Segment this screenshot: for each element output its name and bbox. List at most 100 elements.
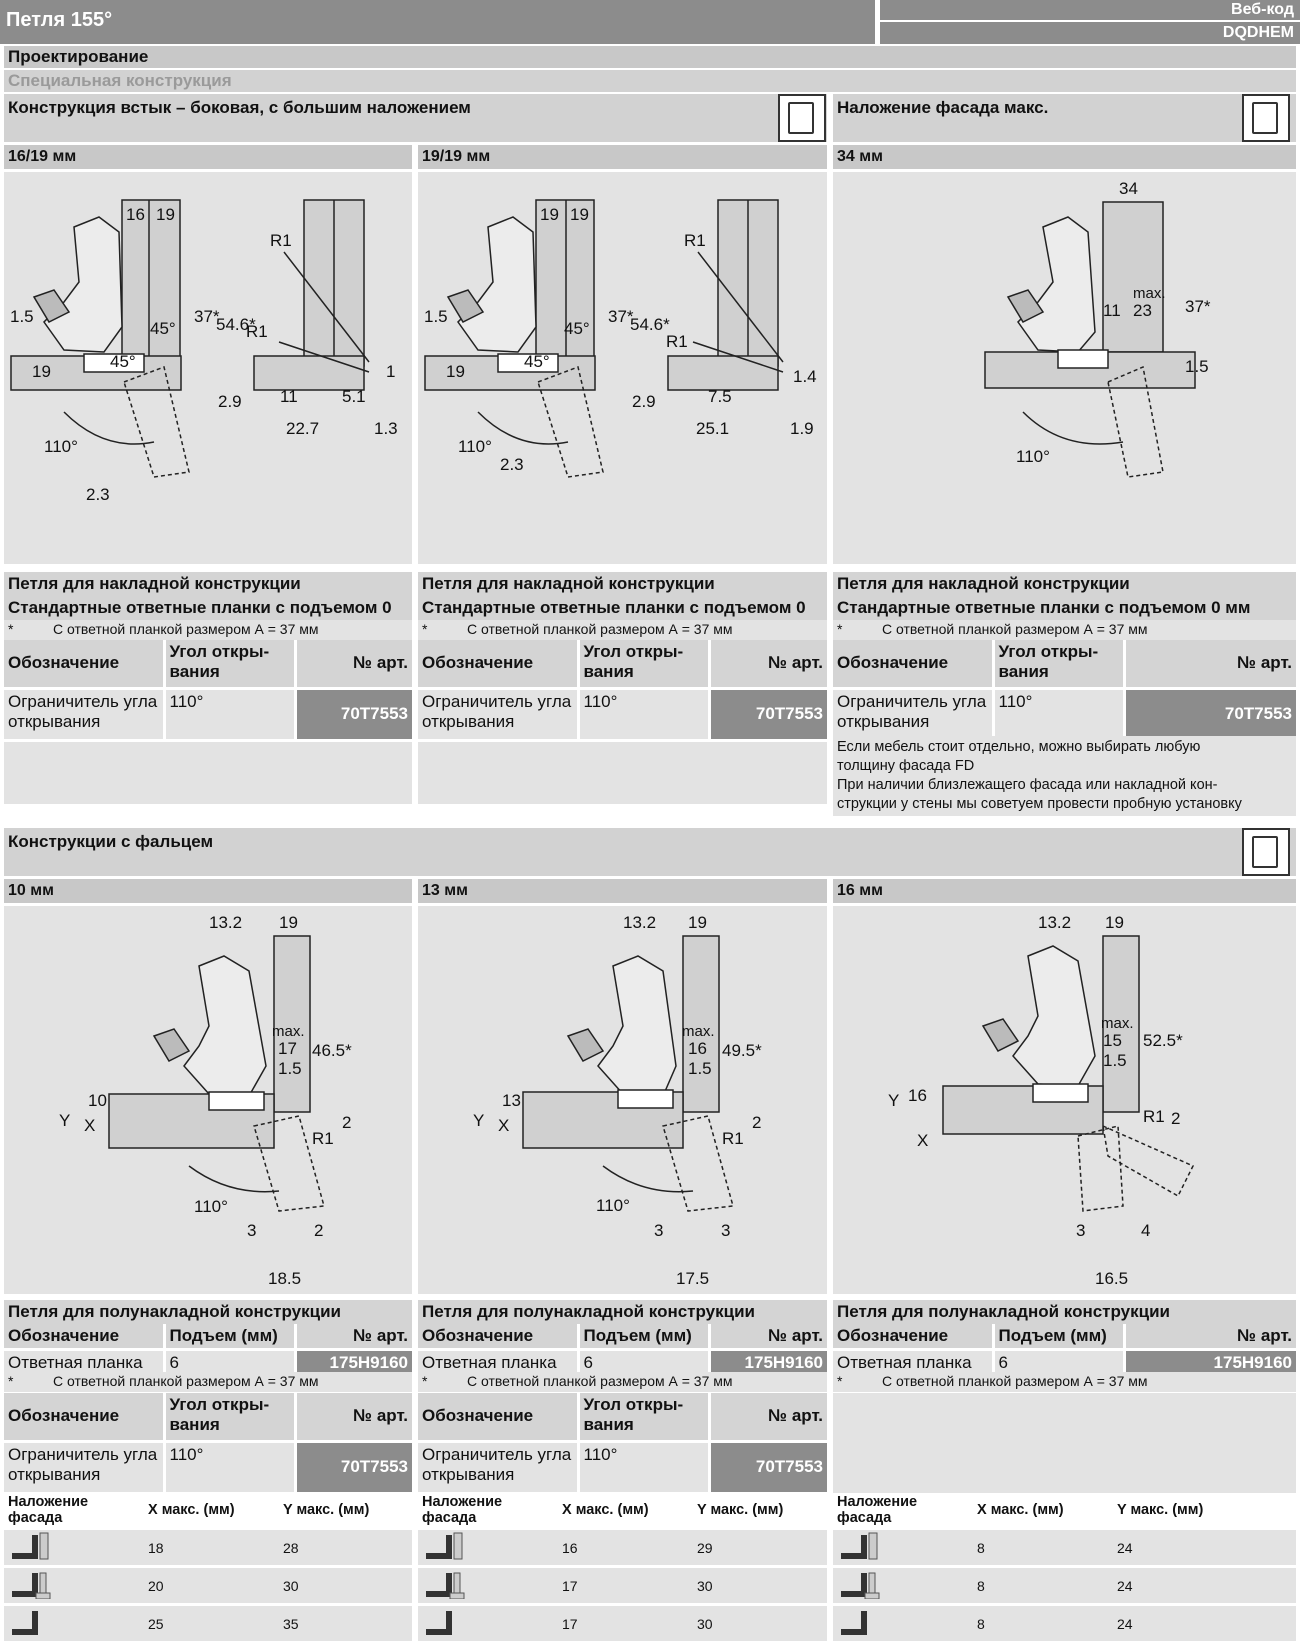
section-butt-joint-title: Конструкция встык – боковая, с большим н… (8, 98, 471, 117)
limiter-art[interactable]: 70T7553 (709, 688, 830, 742)
overlay-icon (418, 1604, 558, 1644)
limiter-name: Ограничитель угла открывания (418, 1441, 580, 1495)
y-max-value: 30 (693, 1604, 827, 1644)
note-star: * (8, 1373, 14, 1389)
dim-label: 19 (446, 362, 465, 381)
limiter-angle: 110° (164, 688, 297, 742)
th-x-max: X макс. (мм) (144, 1493, 279, 1530)
th-designation: Обозначение (833, 1324, 995, 1351)
overlay-icon (833, 1528, 973, 1568)
x-max-value: 8 (973, 1528, 1113, 1568)
col-b-header: 13 мм (418, 879, 827, 903)
dim-label: 19 (1105, 913, 1124, 932)
dim-label: 25.1 (696, 419, 729, 438)
dim-label: 2 (314, 1221, 323, 1240)
dim-label: 2.3 (86, 485, 110, 504)
dim-label: 45° (564, 319, 590, 338)
hinge-type-label: Петля для накладной конструкции (4, 572, 412, 596)
dim-label: Y (59, 1111, 70, 1130)
dim-label: 19 (156, 205, 175, 224)
col-c-header: 34 мм (833, 145, 1296, 169)
empty-cell (4, 742, 412, 804)
y-max-value: 35 (279, 1604, 412, 1644)
dim-label: 45° (524, 352, 550, 371)
hinge-type-label: Петля для полунакладной конструкции (418, 1300, 827, 1324)
section-butt-joint: Конструкция встык – боковая, с большим н… (4, 94, 827, 142)
x-max-value: 18 (144, 1528, 279, 1568)
limiter-art[interactable]: 70T7553 (295, 1441, 415, 1495)
dim-label: max. (1133, 285, 1166, 302)
overlay-icon (4, 1604, 144, 1644)
plates-label: Стандартные ответные планки с подъемом 0… (4, 596, 412, 637)
dim-label: 52.5* (1143, 1031, 1183, 1050)
th-art: № арт. (1124, 640, 1299, 690)
limiter-name: Ограничитель угла открывания (833, 688, 995, 742)
rebate-drawing-b: 13.2 19 max. 16 1.5 49.5* Y X 13 2 R1 11… (473, 913, 762, 1288)
dim-label: 110° (194, 1197, 228, 1216)
th-designation: Обозначение (418, 1393, 580, 1443)
th-angle: Угол откры-вания (578, 640, 711, 690)
limiter-art[interactable]: 70T7553 (295, 688, 415, 742)
dim-label: 49.5* (722, 1041, 762, 1060)
dim-label: 1.5 (10, 307, 34, 326)
rebate-drawing-a: 13.2 19 max. 17 1.5 46.5* Y X 10 2 R1 11… (59, 913, 352, 1288)
dim-label: 16.5 (1095, 1269, 1128, 1288)
dim-label: 13.2 (623, 913, 656, 932)
section-max-overlay: Наложение фасада макс. (833, 94, 1296, 142)
th-y-max: Y макс. (мм) (1113, 1493, 1296, 1530)
limiter-name: Ограничитель угла открывания (4, 688, 166, 742)
limiter-art[interactable]: 70T7553 (1124, 688, 1299, 742)
dim-label: 46.5* (312, 1041, 352, 1060)
y-max-value: 24 (1113, 1528, 1296, 1568)
dim-label: 18.5 (268, 1269, 301, 1288)
th-lift: Подъем (мм) (164, 1324, 297, 1351)
page-title: Петля 155° (0, 0, 875, 44)
web-code-label: Веб-код (880, 0, 1300, 20)
dim-label: 17.5 (676, 1269, 709, 1288)
dim-label: R1 (270, 231, 292, 250)
dim-label: X (84, 1116, 95, 1135)
hinge-type-label: Петля для накладной конструкции (418, 572, 827, 596)
section-special: Специальная конструкция (4, 70, 1296, 92)
th-angle: Угол откры-вания (164, 640, 297, 690)
section-rebate: Конструкции с фальцем (4, 828, 1296, 876)
dim-label: max. (272, 1023, 305, 1040)
th-lift: Подъем (мм) (993, 1324, 1126, 1351)
limiter-art[interactable]: 70T7553 (709, 1441, 830, 1495)
plate-note: * С ответной планкой размером А = 37 мм (418, 620, 827, 640)
empty-cell (418, 742, 827, 804)
dim-label: 3 (1076, 1221, 1085, 1240)
col-a-header: 10 мм (4, 879, 412, 903)
drawing-rebate-16: 13.2 19 max. 15 1.5 52.5* Y X 16 2 R1 3 … (833, 906, 1296, 1294)
x-max-value: 8 (973, 1566, 1113, 1606)
hinge-drawing-c: 34 max. 23 11 37* 1.5 110° (984, 179, 1211, 478)
plates-label: Стандартные ответные планки с подъемом 0… (418, 596, 827, 637)
overlay-door-icon (778, 94, 826, 142)
dim-label: R1 (666, 332, 688, 351)
drawing-rebate-13: 13.2 19 max. 16 1.5 49.5* Y X 13 2 R1 11… (418, 906, 827, 1294)
overlay-icon (4, 1566, 144, 1606)
th-x-max: X макс. (мм) (973, 1493, 1113, 1530)
dim-label: 16 (688, 1039, 707, 1058)
note-star: * (422, 621, 428, 637)
dim-label: 5.1 (342, 387, 366, 406)
dim-label: 15 (1103, 1031, 1122, 1050)
dim-label: 1.5 (278, 1059, 302, 1078)
note-text: С ответной планкой размером А = 37 мм (467, 1373, 733, 1389)
dim-label: Y (473, 1111, 484, 1130)
dim-label: 2.9 (632, 392, 656, 411)
note-text: С ответной планкой размером А = 37 мм (467, 621, 733, 637)
dim-label: X (917, 1131, 928, 1150)
x-max-value: 20 (144, 1566, 279, 1606)
th-art: № арт. (295, 1324, 415, 1351)
dim-label: 19 (688, 913, 707, 932)
dim-label: 45° (110, 352, 136, 371)
dim-label: 1.9 (790, 419, 814, 438)
limiter-name: Ограничитель угла открывания (4, 1441, 166, 1495)
dim-label: 54.6* (630, 315, 670, 334)
